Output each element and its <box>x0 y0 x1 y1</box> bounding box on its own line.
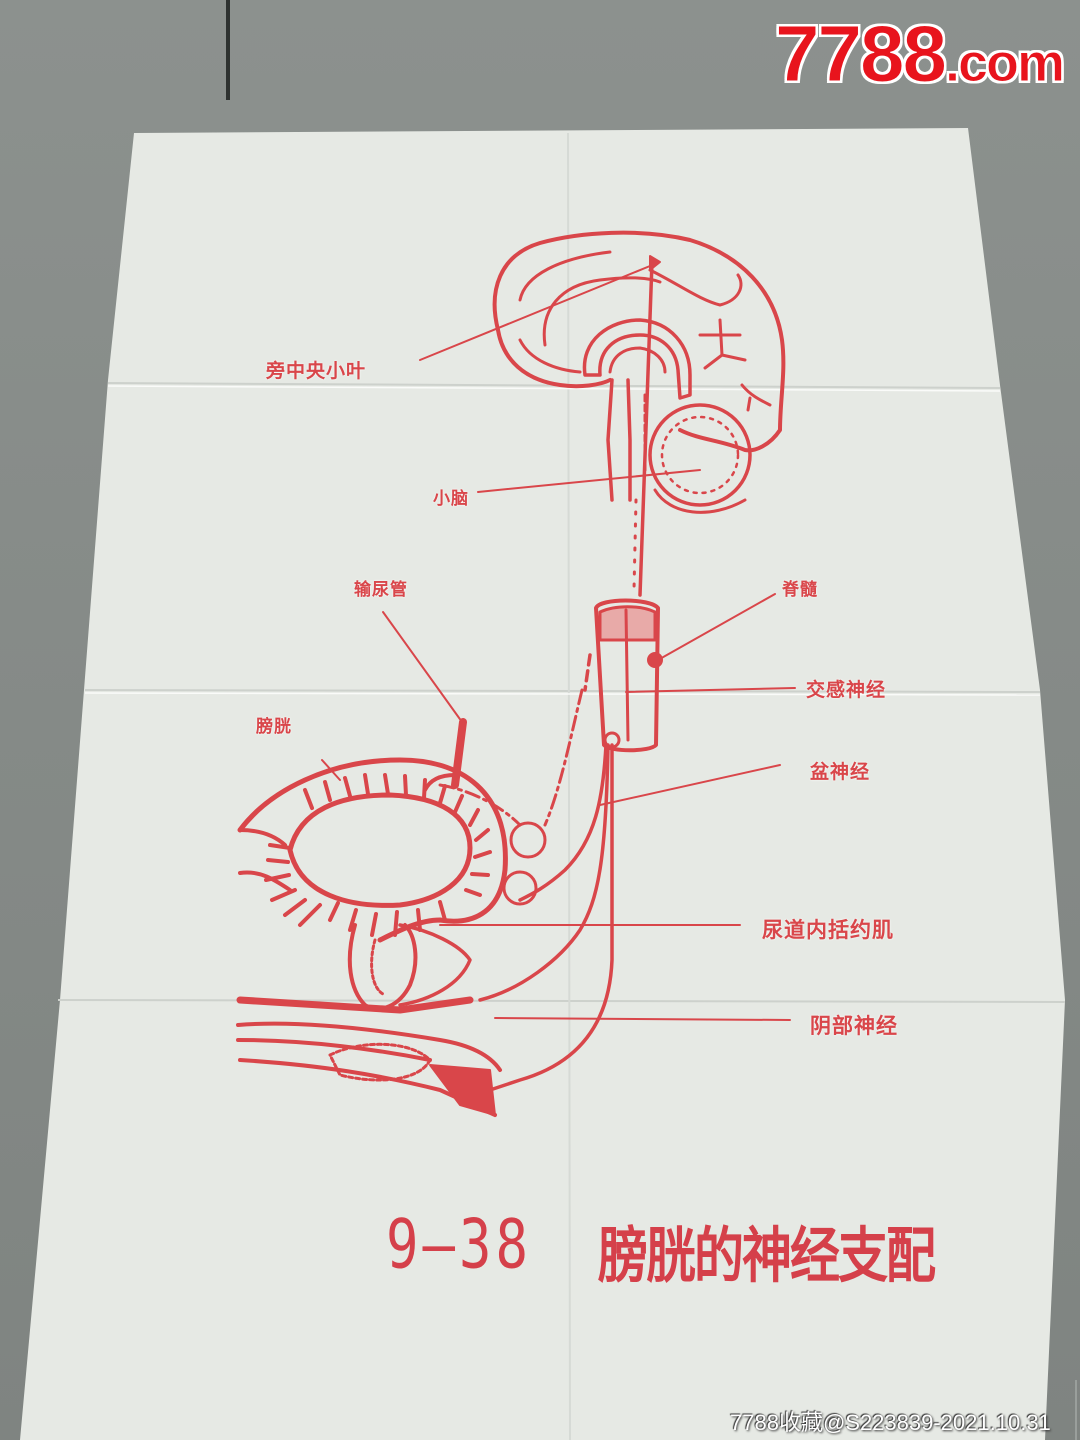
wall-seam-bottom <box>1075 1380 1077 1440</box>
site-logo: 7788.com <box>775 8 1066 100</box>
logo-part-77: 77 <box>775 9 863 99</box>
figure-number: 9—38 <box>386 1205 533 1284</box>
paper-sheet <box>20 128 1065 1440</box>
label-paracentral-lobule: 旁中央小叶 <box>266 360 367 382</box>
label-spinal-cord: 脊髓 <box>782 580 818 600</box>
bladder-outer <box>237 757 508 943</box>
watermark: 7788收藏@S223839-2021.10.31 <box>730 1410 1051 1435</box>
label-pelvic-nerve: 盆神经 <box>810 761 871 783</box>
label-bladder: 膀胱 <box>256 717 292 737</box>
logo-part-com: .com <box>944 33 1065 94</box>
label-sympathetic-nerve: 交感神经 <box>806 679 887 701</box>
central-tract <box>638 260 654 597</box>
bladder-inner <box>287 792 473 908</box>
label-pudendal-nerve: 阴部神经 <box>810 1014 898 1038</box>
label-cerebellum: 小脑 <box>433 489 469 509</box>
wall-seam <box>226 0 230 100</box>
logo-part-88: 88 <box>859 9 947 99</box>
label-internal-urethral-sphincter: 尿道内括约肌 <box>762 918 894 942</box>
leader-lines <box>321 265 796 1021</box>
anatomy-lines <box>236 230 796 1117</box>
label-ureter: 输尿管 <box>354 580 408 600</box>
brain-outline <box>492 230 786 453</box>
poster-title: 膀胱的神经支配 <box>598 1221 936 1291</box>
